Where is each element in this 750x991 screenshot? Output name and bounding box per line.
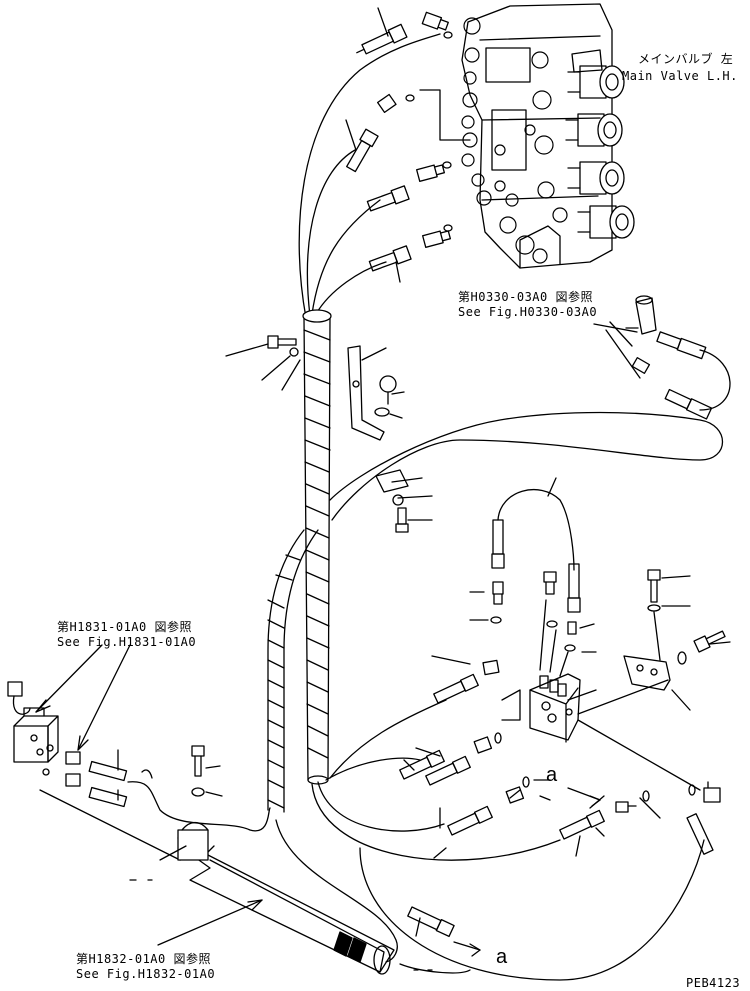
right-loop-hose (329, 411, 724, 533)
bracket-right (623, 569, 731, 711)
fig-h0330-label-en: See Fig.H0330-03A0 (458, 305, 598, 319)
main-valve (461, 3, 635, 269)
fig-h1832-label-en: See Fig.H1832-01A0 (76, 967, 216, 981)
vertical-hose-bundle (225, 309, 332, 813)
bracket-and-bolt (347, 345, 405, 441)
solenoid-spools (565, 49, 635, 239)
fig-h1831-label-en: See Fig.H1831-01A0 (57, 635, 197, 649)
fig-h0330-label-jp: 第H0330-03A0 図参照 (458, 290, 593, 304)
connection-mark-a-upper: a (546, 764, 558, 786)
main-valve-label-en: Main Valve L.H. (622, 69, 738, 83)
left-pipe-assembly (39, 745, 471, 975)
solenoid-valve-block (501, 673, 701, 791)
fig-h1832-label-jp: 第H1832-01A0 図参照 (76, 952, 211, 966)
fig-h1831-label-jp: 第H1831-01A0 図参照 (57, 620, 192, 634)
shuttle-valve (605, 295, 731, 420)
connection-mark-a-lower: a (496, 946, 508, 968)
reference-arrows (35, 323, 638, 957)
main-valve-label-jp: メインバルブ 左 (638, 52, 734, 66)
upper-hoses (298, 7, 471, 319)
left-solenoid-valve (7, 681, 128, 808)
block-hoses (311, 477, 705, 981)
right-end-fitting (686, 781, 721, 855)
drawing-id: PEB4123 (686, 976, 741, 990)
